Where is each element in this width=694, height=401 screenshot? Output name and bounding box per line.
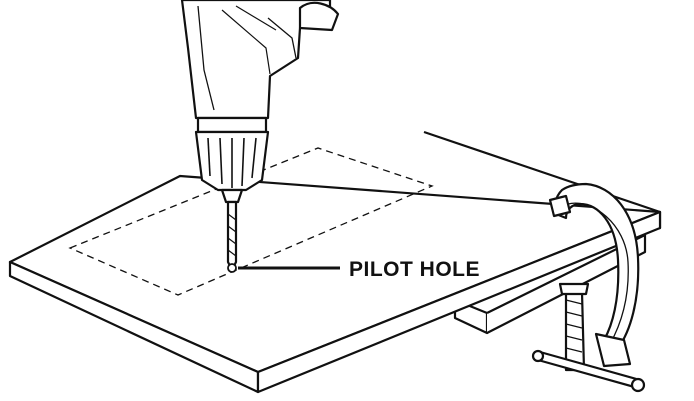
- cut-outline-dashed: [68, 147, 434, 296]
- drill-chuck-nose: [220, 188, 244, 204]
- drill-handle: [298, 1, 340, 32]
- drill-bit: [226, 200, 238, 272]
- table-board: [8, 130, 662, 394]
- c-clamp-icon: [531, 182, 646, 393]
- pilot-hole-callout: PILOT HOLE: [238, 258, 480, 281]
- board-right-edge: [256, 210, 662, 394]
- clamp-boss: [594, 332, 632, 368]
- power-drill-icon: [180, 0, 340, 272]
- pilot-hole-point: [227, 263, 237, 273]
- callout-label: PILOT HOLE: [349, 258, 480, 281]
- drill-collar: [196, 116, 268, 134]
- clamp-swivel-pad: [558, 282, 590, 296]
- clamp-top-pad: [548, 194, 572, 218]
